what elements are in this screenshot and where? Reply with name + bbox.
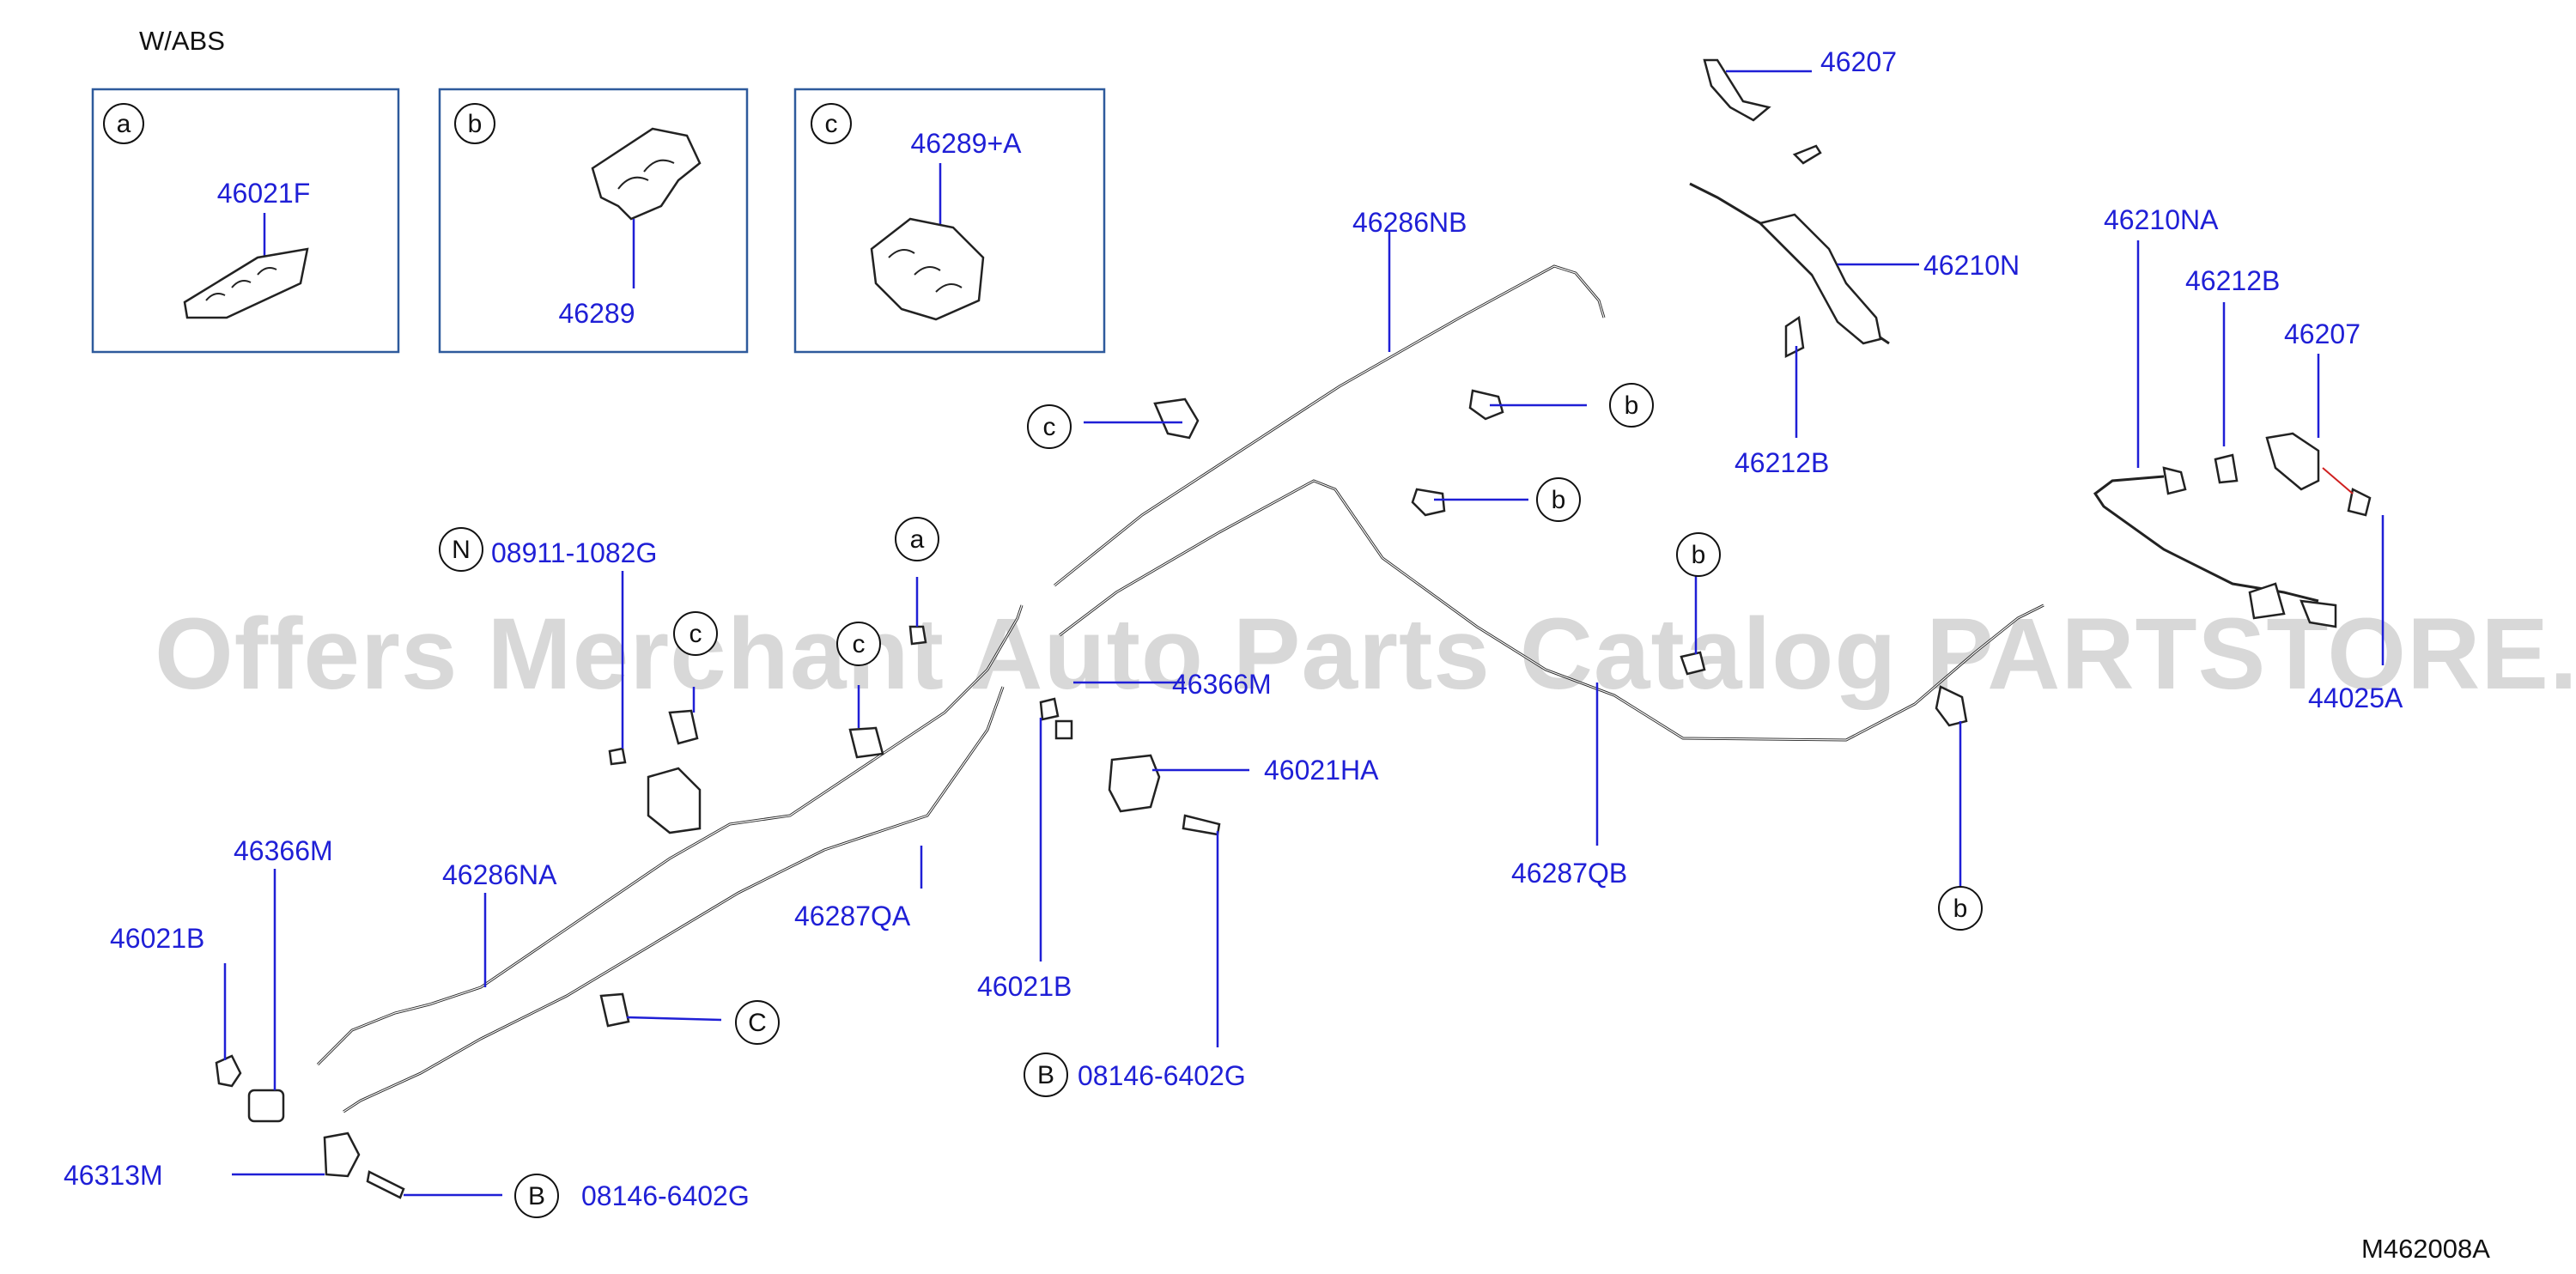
hose-46210N [1689, 144, 1890, 359]
label-46207-right[interactable]: 46207 [2284, 318, 2360, 349]
svg-text:N: N [452, 536, 471, 564]
label-08146-6402G-bottom[interactable]: 08146-6402G [581, 1180, 750, 1211]
label-46210NA[interactable]: 46210NA [2104, 204, 2219, 235]
svg-text:c: c [1043, 413, 1056, 441]
label-46212B-mid[interactable]: 46212B [1735, 447, 1829, 478]
clip-46021F-icon [183, 247, 309, 319]
inset-a-letter: a [117, 110, 131, 138]
label-46287QA[interactable]: 46287QA [794, 901, 911, 931]
label-44025A[interactable]: 44025A [2308, 682, 2403, 713]
clip-c3-icon [848, 726, 884, 759]
svg-text:B: B [1037, 1061, 1054, 1089]
marker-b3[interactable]: b [1676, 532, 1721, 577]
block-46313M-icon [323, 1131, 361, 1178]
inset-a: a 46021F [91, 88, 400, 354]
svg-text:c: c [853, 630, 866, 658]
inset-b-letter: b [468, 110, 483, 138]
svg-text:b: b [1552, 486, 1566, 514]
label-46021B-left[interactable]: 46021B [110, 923, 204, 954]
hose-46210NA [2093, 432, 2372, 628]
variant-label: W/ABS [139, 26, 225, 56]
inset-b-part-label[interactable]: 46289 [559, 298, 635, 329]
marker-b4[interactable]: b [1938, 886, 1983, 931]
clip-b4-icon [1935, 685, 1968, 727]
label-46313M[interactable]: 46313M [64, 1160, 163, 1191]
grommet-46021B-left-icon [215, 1054, 242, 1088]
bracket-46207-icon [1703, 58, 1771, 122]
pipe-46286NB [1054, 264, 1606, 587]
grommet-46366M-left-icon [247, 1089, 285, 1123]
label-46286NB[interactable]: 46286NB [1352, 207, 1467, 238]
svg-text:b: b [1625, 391, 1639, 420]
block-46021HA-icon [1108, 754, 1161, 813]
marker-c2[interactable]: c [673, 611, 718, 656]
svg-text:B: B [528, 1182, 545, 1210]
marker-B2[interactable]: B [514, 1174, 559, 1218]
pipe-46287QB [1059, 479, 2044, 742]
clip-b3-icon [1680, 651, 1706, 676]
svg-text:a: a [910, 525, 925, 554]
bolt-08146-bottom-icon [366, 1170, 405, 1199]
marker-b2[interactable]: b [1536, 477, 1581, 522]
bracket-center-icon [647, 767, 702, 834]
inset-c-part-label[interactable]: 46289+A [910, 128, 1022, 159]
label-46212B-right[interactable]: 46212B [2185, 265, 2280, 296]
watermark: Offers Merchant Auto Parts Catalog PARTS… [155, 598, 2576, 711]
pipe-46287QA [343, 686, 1005, 1113]
bracket-46207-right-icon [2265, 432, 2320, 491]
inset-b: b 46289 [438, 88, 749, 354]
svg-text:b: b [1953, 895, 1968, 923]
label-46021B-center[interactable]: 46021B [977, 971, 1072, 1002]
clip-b2-icon [1411, 488, 1446, 517]
svg-text:b: b [1692, 541, 1706, 569]
pipe-46286NA [316, 604, 1024, 1066]
marker-B1[interactable]: B [1024, 1053, 1068, 1097]
clip-46289A-icon [870, 217, 985, 321]
clip-c2-icon [668, 709, 699, 745]
clip-b1-icon [1468, 389, 1504, 421]
grommet-46366M-center-icon [1054, 719, 1073, 740]
label-46366M-center[interactable]: 46366M [1172, 669, 1272, 700]
inset-c-letter: c [825, 110, 838, 138]
marker-c1[interactable]: c [1027, 404, 1072, 449]
svg-text:C: C [748, 1009, 767, 1037]
label-46366M-left[interactable]: 46366M [234, 835, 333, 866]
clip-46289-icon [591, 127, 702, 221]
svg-text:c: c [690, 620, 702, 648]
bolt-08146-center-icon [1182, 814, 1221, 836]
marker-C4[interactable]: C [735, 1000, 780, 1045]
clip-a1-icon [908, 625, 927, 646]
clip-c1-icon [1153, 397, 1200, 440]
label-46207-top[interactable]: 46207 [1820, 46, 1897, 77]
inset-a-part-label[interactable]: 46021F [217, 178, 311, 209]
bolt-44025A-icon [2347, 488, 2372, 517]
marker-N1[interactable]: N [439, 527, 483, 572]
label-46021HA[interactable]: 46021HA [1264, 755, 1379, 786]
clip-C4-icon [599, 992, 630, 1028]
marker-c3[interactable]: c [836, 622, 881, 666]
marker-b1[interactable]: b [1609, 383, 1654, 428]
marker-a1[interactable]: a [895, 517, 939, 561]
label-08911-1082G[interactable]: 08911-1082G [491, 537, 657, 568]
bolt-08911-icon [608, 747, 627, 766]
label-46287QB[interactable]: 46287QB [1511, 858, 1627, 889]
label-08146-6402G-center[interactable]: 08146-6402G [1078, 1060, 1246, 1091]
label-46286NA[interactable]: 46286NA [442, 859, 557, 890]
grommet-46021B-center-icon [1039, 697, 1060, 721]
label-46210N[interactable]: 46210N [1923, 250, 2020, 281]
inset-c: c 46289+A [793, 88, 1106, 354]
drawing-code: M462008A [2361, 1234, 2490, 1264]
